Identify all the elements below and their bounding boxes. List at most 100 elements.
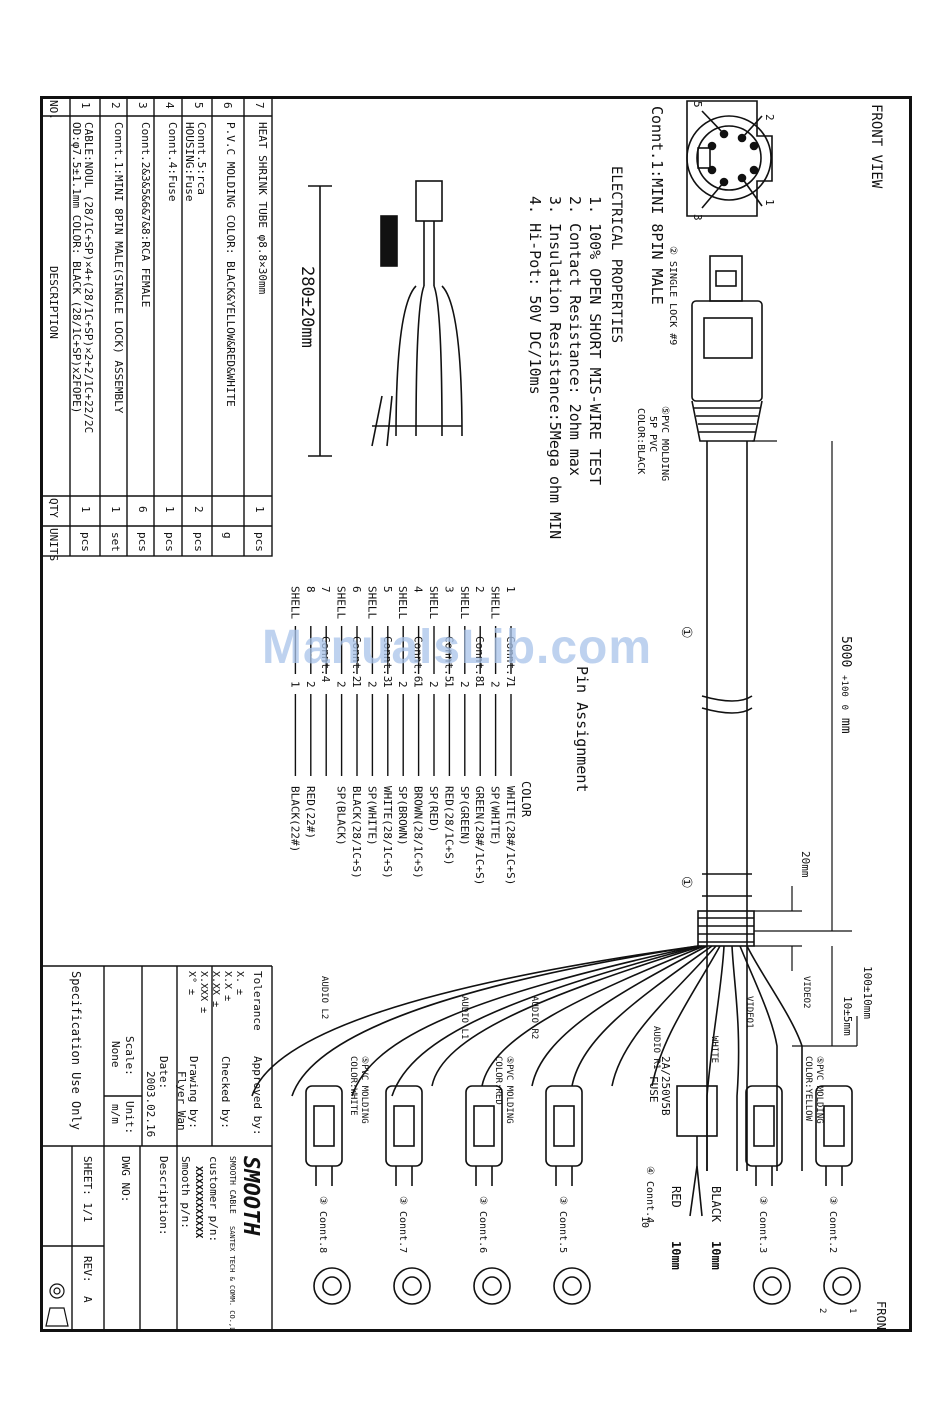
- color-black-callout: COLOR:BLACK: [635, 408, 646, 474]
- pin-assignment-color: GREEN(28#/1C+S): [473, 786, 486, 885]
- pin-assignment-table: 11Connt.7WHITE(28#/1C+S)SHELL2SP(WHITE)2…: [288, 586, 517, 885]
- tolerance-row: X. ±: [234, 971, 245, 995]
- rca-connector-row: [305, 1085, 853, 1186]
- rca-connector: [305, 1085, 343, 1186]
- pvc-molding-red: ⑤PVC MOLDING: [504, 1056, 514, 1124]
- branch-label: VIDEO2: [801, 976, 811, 1009]
- bom-row-units: g: [221, 532, 234, 539]
- red-lead-label: RED: [669, 1186, 683, 1208]
- pin-assignment-connector: Connt.3: [381, 636, 394, 682]
- pin-label: 1: [763, 199, 776, 206]
- company-sub: SMOOTH CABLE: [228, 1156, 237, 1214]
- rca-callout: ③ Connt.2: [827, 1196, 838, 1253]
- rca-callout: ③ Connt.3: [757, 1196, 768, 1253]
- drawing-sheet: FRONT VIEW Connt.1:MINI 8PIN MALE ELECTR…: [39, 95, 912, 1374]
- pin-assignment-color: RED(22#): [304, 786, 317, 839]
- front-view-label: FRONT VIEW: [868, 104, 884, 189]
- pin-assignment-left: 1: [504, 586, 517, 593]
- bom-row-units: pcs: [253, 532, 266, 552]
- heat-shrink-tube: [697, 910, 755, 947]
- scale-label: Scale:: [123, 1036, 136, 1076]
- pin-assignment-color: SP(WHITE): [489, 786, 502, 846]
- pin-assignment-left: 5: [381, 586, 394, 593]
- pin-assignment-left: SHELL: [489, 586, 502, 619]
- pin-assignment-color: WHITE(28/1C+S): [381, 786, 394, 879]
- customer-pn-label: customer p/n:: [207, 1156, 220, 1242]
- pin-assignment-left: 8: [304, 586, 317, 593]
- pin-assignment-color: SP(RED): [427, 786, 440, 832]
- pin-assignment-left: SHELL: [365, 586, 378, 619]
- rca-pin: 2: [817, 1308, 827, 1313]
- pvc-molding-callout: ⑤PVC MOLDING: [659, 406, 670, 481]
- pin-assignment-color: SP(WHITE): [365, 786, 378, 846]
- mini-din-front-view: [686, 100, 773, 217]
- sheet-label: SHEET: 1/1: [81, 1156, 94, 1222]
- bom-row-no: 7: [253, 102, 266, 109]
- pin-assignment-color-header: COLOR: [519, 781, 533, 818]
- strip-length: 10mm: [709, 1241, 723, 1270]
- smooth-pn-label: Smooth p/n:: [179, 1156, 192, 1229]
- bom-header-units: UNITS: [47, 528, 60, 561]
- bom-row-qty: 1: [253, 506, 266, 513]
- bom-row-no: 5: [192, 102, 205, 109]
- bom-row-description: CABLE:NOUL (28/1C+SP)×4+(28/1C+SP)×2+2/1…: [82, 122, 95, 433]
- dwg-no-label: DWG NO:: [119, 1156, 132, 1202]
- pin-assignment-left: SHELL: [335, 586, 348, 619]
- spec-use-only: Specification Use Only: [69, 971, 83, 1130]
- pin-label: 5: [691, 101, 704, 108]
- bom-header-no: NO.: [47, 100, 60, 120]
- fuse-holder: [676, 1085, 718, 1217]
- tolerance-row: X.XXX ±: [198, 971, 209, 1013]
- rca-connector: [745, 1085, 783, 1186]
- dim-280mm: 280±20mm: [297, 266, 317, 348]
- bom-row-units: pcs: [163, 532, 176, 552]
- single-lock-callout: ② SINGLE LOCK #9: [667, 246, 678, 345]
- mini-din-plug: [691, 255, 763, 442]
- pin-assignment-right-pin: 2: [304, 681, 317, 688]
- electrical-item-4: 4. Hi-Pot: 50V DC/10ms: [526, 196, 544, 395]
- bom-row-qty: 1: [79, 506, 92, 513]
- pin-assignment-connector: Connt.6: [412, 636, 425, 682]
- approved-label: Approved by:: [251, 1056, 264, 1135]
- pin-assignment-right-pin: 1: [350, 681, 363, 688]
- watermark: ManualsLib.com: [262, 621, 653, 674]
- pin-assignment-color: WHITE(28#/1C+S): [504, 786, 517, 885]
- callout-circle: ①: [678, 876, 694, 889]
- dim-10mm: 10±5mm: [841, 996, 854, 1036]
- rev-value: A: [81, 1296, 94, 1303]
- pin-assignment-right-pin: 1: [442, 681, 455, 688]
- tolerance-row: X.X ±: [222, 971, 233, 1001]
- electrical-title: ELECTRICAL PROPERTIES: [608, 166, 624, 343]
- branch-label: AUDIO R1: [651, 1026, 661, 1069]
- bom-row-no: 4: [163, 102, 176, 109]
- date-value: 2003.02.16: [144, 1071, 157, 1137]
- description-label: Description:: [157, 1156, 170, 1235]
- bom-row-units: pcs: [136, 532, 149, 552]
- pin-assignment-lines: [294, 626, 512, 776]
- bom-header-qty: QTY: [47, 498, 60, 518]
- rca-pin: 1: [847, 1308, 857, 1313]
- pin-assignment-right-pin: 2: [365, 681, 378, 688]
- color-white: COLOR:WHITE: [348, 1056, 358, 1116]
- bom-row-no: 2: [109, 102, 122, 109]
- bom-row-units: pcs: [79, 532, 92, 552]
- pin-assignment-left: SHELL: [458, 586, 471, 619]
- bom-row-no: 1: [79, 102, 92, 109]
- pin-assignment-right-pin: 1: [504, 681, 517, 688]
- bom-row-description: Connt.5:rca: [195, 122, 208, 195]
- scale-value: None: [109, 1041, 122, 1068]
- pin-assignment-right-pin: 1: [412, 681, 425, 688]
- projection-symbol: [45, 1283, 69, 1327]
- pin-assignment-connector: Connt.2: [350, 636, 363, 682]
- pin-assignment-color: BROWN(28/1C+S): [412, 786, 425, 879]
- electrical-item-1: 1. 100% OPEN SHORT MIS-WIRE TEST: [586, 196, 604, 485]
- pin-assignment-right-pin: 1: [381, 681, 394, 688]
- pvc-molding-white: ⑤PVC MOLDING: [359, 1056, 369, 1124]
- pin-assignment-right-pin: 2: [396, 681, 409, 688]
- fuse-rating: 2A/250V5B: [659, 1056, 672, 1116]
- pin-assignment-right-pin: 1: [288, 681, 301, 688]
- rca-connector: [545, 1085, 583, 1186]
- pin-assignment-color: BLACK(22#): [288, 786, 301, 852]
- dim-10: 10: [639, 1216, 650, 1228]
- dimension-lines: [752, 440, 858, 1047]
